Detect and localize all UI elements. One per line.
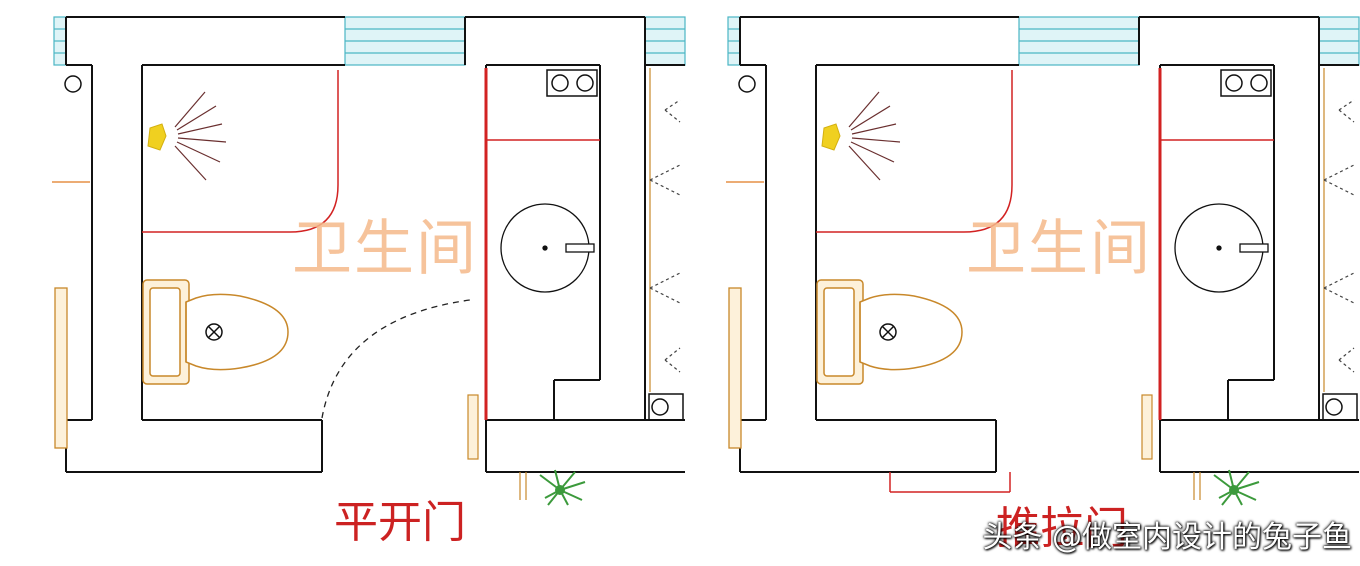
door-label-swing: 平开门 bbox=[334, 497, 466, 548]
plan-swing-door bbox=[50, 15, 687, 507]
swing-door-arc bbox=[321, 299, 471, 419]
room-label: 卫生间 bbox=[966, 214, 1152, 284]
room-label: 卫生间 bbox=[292, 214, 478, 284]
watermark: 头条 @做室内设计的兔子鱼 bbox=[982, 520, 1352, 555]
plan-sliding-door bbox=[724, 15, 1360, 507]
sliding-door-track bbox=[889, 472, 1011, 493]
door-label-sliding: 推拉门 bbox=[996, 503, 1128, 554]
